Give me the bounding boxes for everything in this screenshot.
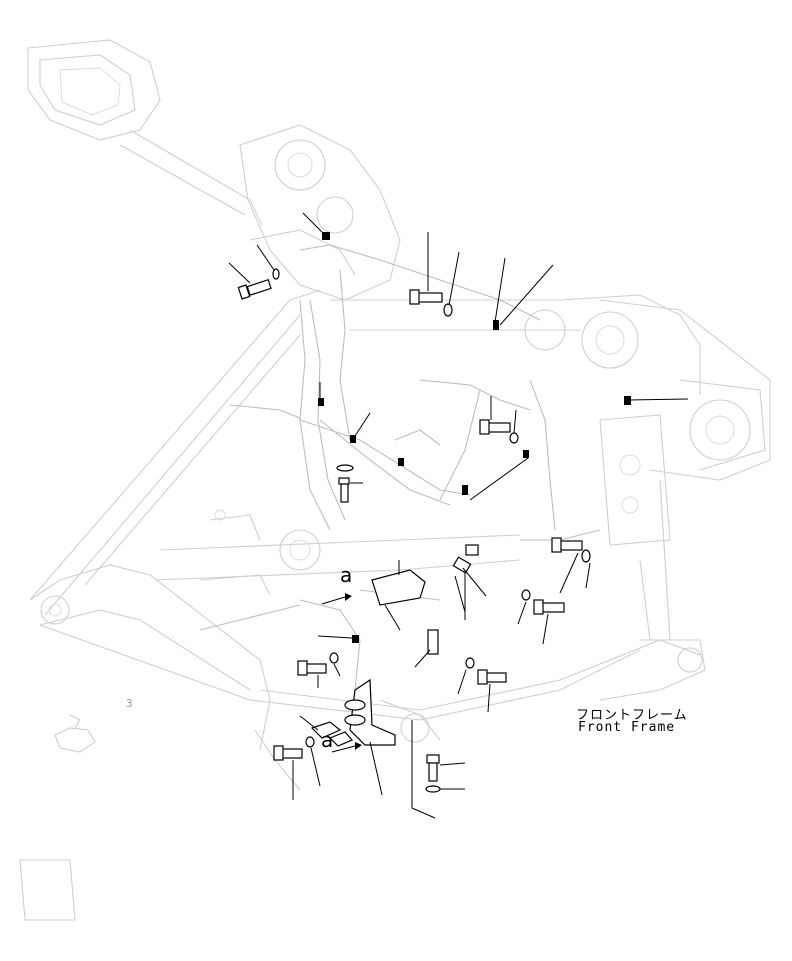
clamp-3 [318,398,404,466]
washer-1 [272,268,280,280]
washer-9 [305,736,315,748]
bolt-7 [477,669,507,685]
view-marker-a-upper: a [340,563,353,587]
washer-8 [329,652,339,664]
small-mark: 3 [126,697,134,710]
wiring-harness [199,244,601,691]
bolt-1 [237,279,272,300]
bracket-bar [462,450,529,501]
plate-small [427,629,439,655]
clip-1 [493,320,499,330]
bracket-assembly [344,678,396,746]
parts [237,232,631,793]
bolt-5 [551,537,583,553]
bolt-9 [273,745,303,761]
clamp-4 [352,635,359,643]
leader-lines [228,212,689,819]
bolt-3 [479,419,511,435]
washer-5 [581,549,591,563]
clamp-5 [310,721,353,747]
connector-1 [452,544,479,574]
washer-7 [465,657,475,669]
frame-label-english: Front Frame [578,720,676,735]
frame-label-japanese: フロントフレーム [576,708,688,723]
arrow-lower [331,742,362,753]
bolt-10 [426,754,440,782]
bolt-4 [336,464,354,503]
washer-10 [425,785,441,793]
bolt-6 [533,599,565,615]
bolt-8 [297,660,327,676]
bracket-plate [371,569,426,606]
washer-3 [509,432,519,444]
front-frame-outline [19,39,771,921]
washer-6 [521,589,531,601]
view-marker-a-lower: a [321,728,334,752]
washer-2 [443,303,453,317]
arrow-upper [321,593,352,605]
clamp-1 [322,232,330,240]
clamp-2 [624,396,631,405]
bolt-2 [409,289,443,305]
